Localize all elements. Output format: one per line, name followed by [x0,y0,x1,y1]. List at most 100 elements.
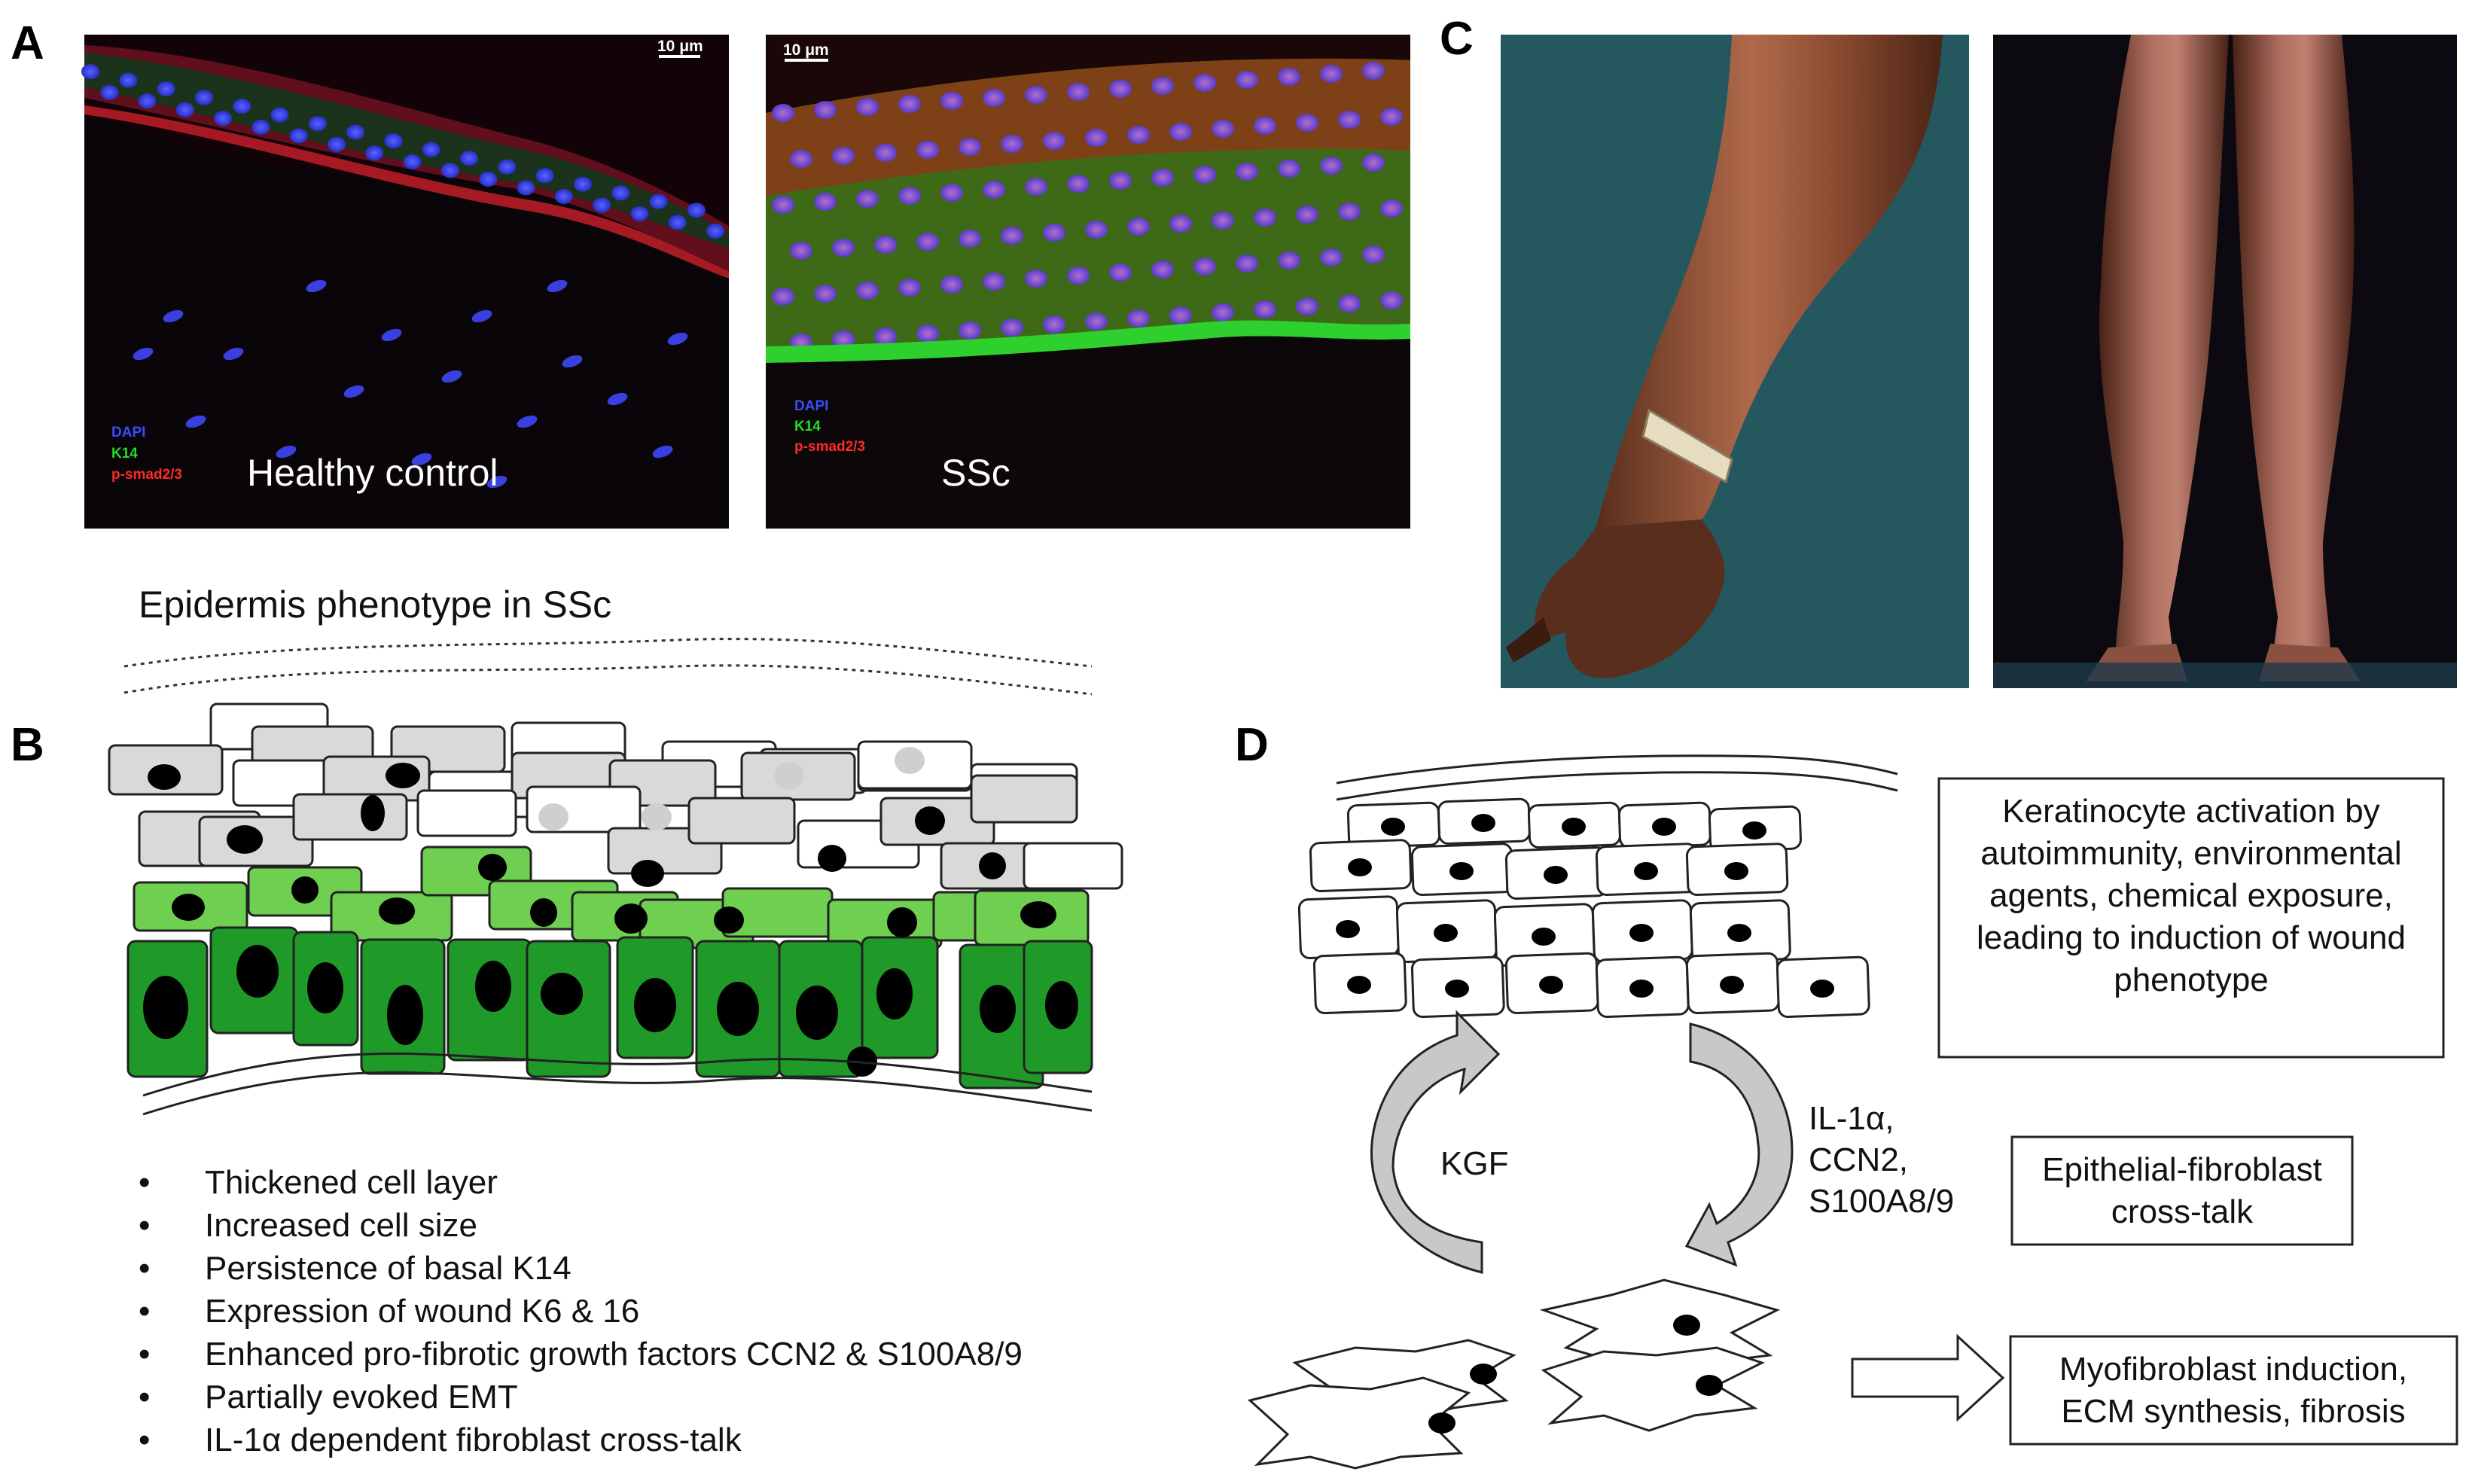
nucleus [1212,212,1234,230]
box-activation: Keratinocyte activation by autoimmunity,… [1937,777,2445,1059]
nucleus [1629,980,1654,998]
nucleus [1278,251,1300,270]
cell [416,789,517,837]
nucleus [148,764,181,790]
nucleus [983,273,1005,291]
nucleus [940,92,963,110]
mediator-arrow [1684,1022,1794,1267]
nucleus [874,328,897,346]
nucleus [614,904,648,934]
nucleus [163,309,184,323]
nucleus [1336,920,1360,938]
nucleus [876,968,913,1019]
nucleus [611,185,630,201]
nucleus [1320,248,1343,267]
bullet-symbol: • [139,1207,150,1244]
bullet-item: Thickened cell layer [205,1164,498,1201]
nucleus [1673,1315,1700,1336]
nucleus [832,239,855,257]
nucleus [1212,303,1234,321]
svg-text:K14: K14 [794,419,821,434]
nucleus [541,973,583,1015]
nucleus [1169,215,1192,233]
nucleus [687,203,706,218]
nucleus [1151,77,1174,95]
nucleus [138,93,157,109]
panel-label-c: C [1440,13,1474,65]
nucleus [706,224,724,239]
nucleus [214,111,233,126]
nucleus [1085,221,1108,239]
nucleus [874,144,897,162]
nucleus [1043,132,1065,150]
nucleus [1532,928,1556,946]
nucleus [887,907,917,937]
nucleus [1445,980,1469,998]
nucleus [361,795,385,831]
nucleus [1720,976,1744,994]
nucleus [1278,68,1300,86]
nucleus [538,803,568,830]
nucleus [386,763,420,788]
nucleus [251,119,270,135]
nucleus [1727,924,1751,942]
nucleus [81,64,99,79]
nucleus [422,142,440,157]
cell [687,797,796,845]
nucleus [1544,866,1568,884]
nucleus [959,230,981,248]
nucleus [630,206,649,221]
photo-forearm [1501,35,1969,688]
nucleus [1296,206,1318,224]
bullet-item: Enhanced pro-fibrotic growth factors CCN… [205,1336,1023,1373]
scale-bar: 10 μm [783,41,829,62]
svg-text:10 μm: 10 μm [657,38,703,55]
image-caption: SSc [941,452,1010,494]
nucleus [1067,267,1090,285]
nucleus [530,898,557,927]
nucleus [916,233,939,251]
nuclei-layer [81,64,724,489]
nucleus [1380,108,1403,126]
nucleus [1045,981,1078,1029]
nucleus [471,309,492,323]
svg-text:autoimmunity, environmental: autoimmunity, environmental [1980,835,2401,872]
nucleus [460,151,479,166]
nucleus [307,962,343,1013]
bullet-symbol: • [139,1164,150,1201]
svg-text:agents, chemical exposure,: agents, chemical exposure, [1989,877,2393,914]
nucleus [1449,862,1474,880]
nucleus [979,852,1006,879]
nucleus [308,116,327,132]
svg-text:phenotype: phenotype [2114,961,2269,998]
nucleus [236,945,279,998]
nucleus [1127,126,1150,144]
nucleus [1634,862,1658,880]
nucleus [185,415,206,428]
nucleus [940,184,963,202]
nucleus [346,124,365,140]
nucleus [1001,135,1023,153]
nucleus [1085,312,1108,331]
nucleus [306,279,327,293]
nucleus [1193,257,1216,276]
nucleus [983,89,1005,107]
nucleus [774,762,804,789]
keratinocyte-cells [108,702,1123,1089]
nucleus [1320,65,1343,83]
nucleus [1109,80,1132,98]
nucleus [411,453,432,466]
nucleus [517,180,535,196]
nucleus [916,141,939,159]
nucleus [772,196,794,214]
nucleus [1127,309,1150,328]
svg-text:DAPI: DAPI [794,398,828,414]
bullet-symbol: • [139,1422,150,1458]
nucleus [649,193,668,209]
nucleus [642,803,672,830]
nucleus [1067,83,1090,101]
nucleus [100,84,119,100]
nucleus [1296,297,1318,315]
svg-text:Epithelial-fibroblast: Epithelial-fibroblast [2042,1151,2322,1188]
nucleus [379,897,415,925]
